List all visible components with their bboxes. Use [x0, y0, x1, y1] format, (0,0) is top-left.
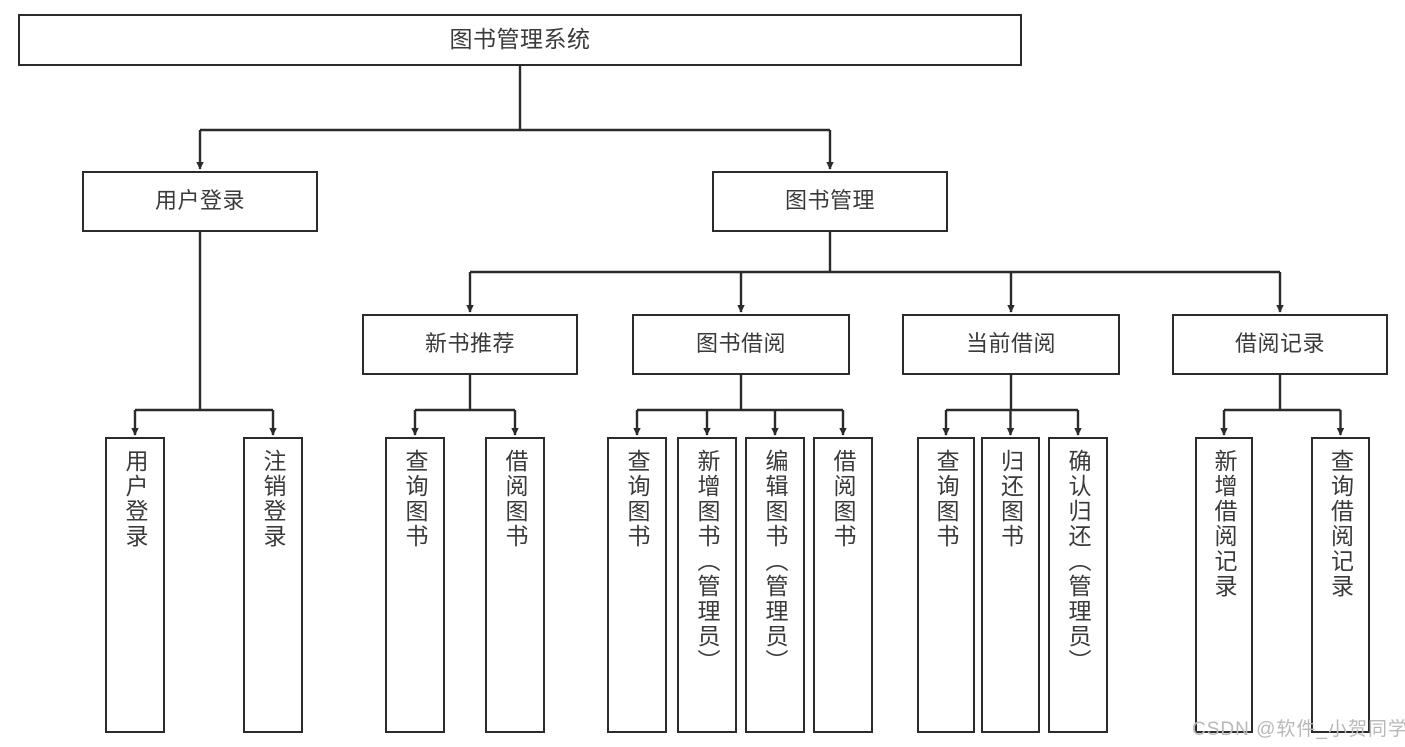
- node-lf9[interactable]: 查询图书: [917, 437, 975, 733]
- node-l2c[interactable]: 当前借阅: [902, 314, 1120, 375]
- node-label: 借阅图书: [830, 449, 857, 549]
- node-label: 当前借阅: [965, 331, 1056, 357]
- node-l2b[interactable]: 图书借阅: [632, 314, 850, 375]
- node-label: 借阅记录: [1234, 331, 1325, 357]
- node-l2a[interactable]: 新书推荐: [362, 314, 578, 375]
- node-label: 查询图书: [624, 449, 651, 549]
- node-l1b[interactable]: 图书管理: [712, 171, 948, 232]
- node-lf3[interactable]: 查询图书: [385, 437, 445, 733]
- node-lf11[interactable]: 确认归还（管理员）: [1048, 437, 1108, 733]
- node-label: 图书管理系统: [449, 26, 591, 53]
- node-lf13[interactable]: 查询借阅记录: [1311, 437, 1370, 733]
- node-lf4[interactable]: 借阅图书: [485, 437, 545, 733]
- node-root[interactable]: 图书管理系统: [18, 14, 1022, 66]
- watermark-label: CSDN @软件_小贺同学: [1192, 719, 1405, 740]
- node-label: 注销登录: [260, 449, 287, 549]
- node-lf6[interactable]: 新增图书（管理员）: [677, 437, 737, 733]
- node-label: 用户登录: [122, 449, 149, 549]
- node-label: 新增借阅记录: [1211, 449, 1238, 599]
- node-lf10[interactable]: 归还图书: [981, 437, 1040, 733]
- node-label: 用户登录: [154, 188, 245, 214]
- node-label: 查询借阅记录: [1327, 449, 1354, 599]
- node-label: 图书借阅: [695, 331, 786, 357]
- node-lf2[interactable]: 注销登录: [243, 437, 303, 733]
- node-lf1[interactable]: 用户登录: [105, 437, 165, 733]
- node-lf8[interactable]: 借阅图书: [813, 437, 873, 733]
- node-label: 确认归还（管理员）: [1065, 449, 1092, 674]
- node-label: 新增图书（管理员）: [694, 449, 721, 674]
- node-label: 图书管理: [784, 188, 875, 214]
- node-label: 查询图书: [402, 449, 429, 549]
- node-label: 编辑图书（管理员）: [762, 449, 789, 674]
- node-label: 归还图书: [997, 449, 1024, 549]
- node-lf5[interactable]: 查询图书: [607, 437, 667, 733]
- node-l1a[interactable]: 用户登录: [82, 171, 318, 232]
- node-label: 借阅图书: [502, 449, 529, 549]
- node-label: 新书推荐: [424, 331, 515, 357]
- node-label: 查询图书: [933, 449, 960, 549]
- node-lf12[interactable]: 新增借阅记录: [1195, 437, 1253, 733]
- node-lf7[interactable]: 编辑图书（管理员）: [745, 437, 805, 733]
- node-l2d[interactable]: 借阅记录: [1172, 314, 1388, 375]
- edges: [131, 66, 1345, 436]
